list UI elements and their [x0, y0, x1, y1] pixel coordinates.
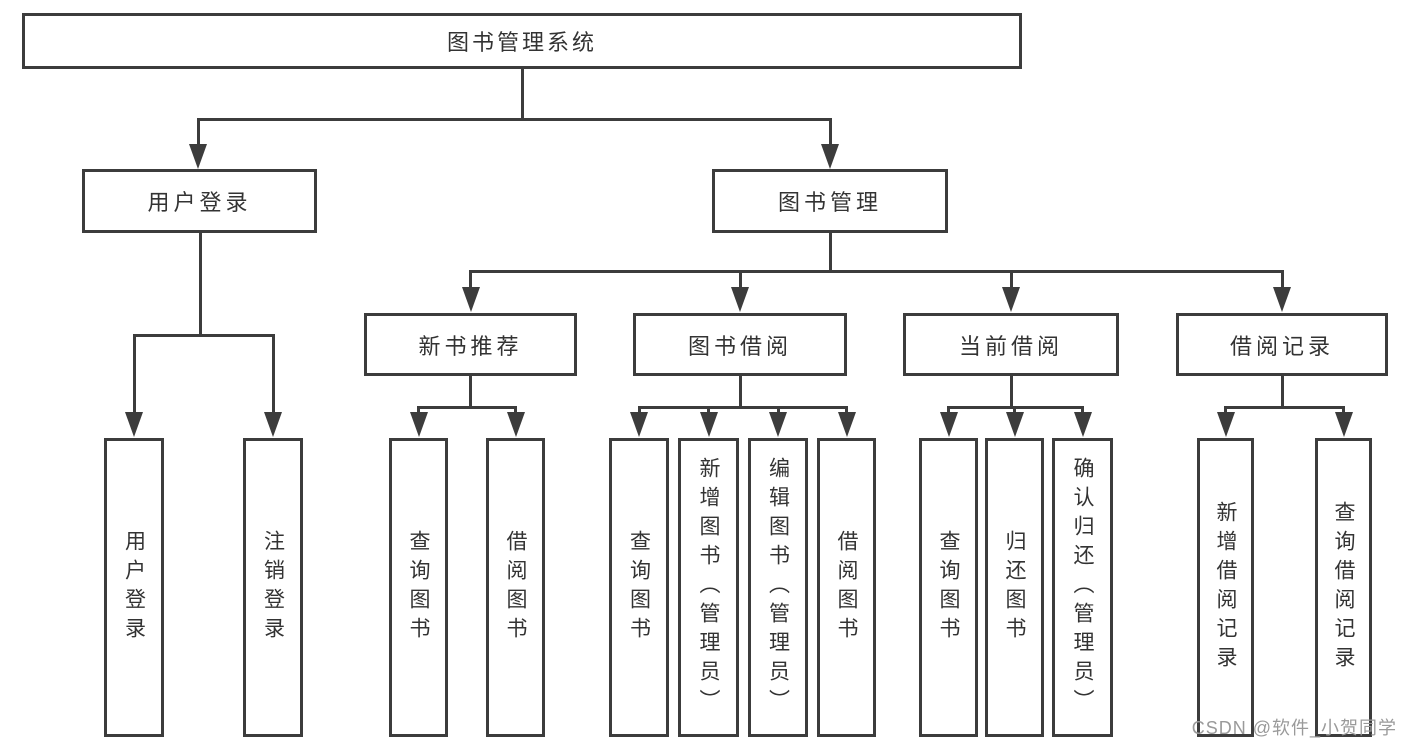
connector-drop-bb-borrow	[845, 406, 848, 414]
connector-drop-new-book	[469, 271, 472, 289]
arrowhead-bb-edit	[769, 412, 787, 437]
leaf-query-books-current: 查询图书	[919, 438, 978, 737]
node-library-management-system: 图书管理系统	[22, 13, 1022, 69]
arrowhead-bb-query	[630, 412, 648, 437]
connector-drop-borrowing-records	[1280, 271, 1284, 289]
connector-book-management-stem	[828, 233, 832, 273]
arrowhead-current-borrowing	[1002, 287, 1020, 312]
connector-drop-bb-edit	[776, 406, 780, 414]
leaf-borrow-books-recommend: 借阅图书	[486, 438, 545, 737]
node-user-login: 用户登录	[82, 169, 317, 233]
connector-drop-br-add	[1224, 406, 1227, 414]
connector-book-borrowing-stem	[738, 376, 742, 409]
connector-drop-nb-borrow	[514, 406, 517, 414]
csdn-watermark: CSDN @软件_小贺同学	[1191, 718, 1397, 738]
connector-book-borrowing-bar	[637, 406, 848, 409]
leaf-confirm-return-admin: 确认归还（管理员）	[1052, 438, 1113, 737]
node-book-borrowing: 图书借阅	[633, 313, 847, 376]
arrowhead-nb-query	[409, 412, 428, 437]
connector-drop-br-query	[1342, 406, 1345, 414]
arrowhead-cb-confirm	[1073, 412, 1092, 437]
node-book-management: 图书管理	[712, 169, 948, 233]
connector-user-login-bar	[132, 334, 275, 337]
connector-drop-cb-return	[1013, 406, 1016, 414]
leaf-return-books: 归还图书	[985, 438, 1044, 737]
arrowhead-leaf-logout	[264, 412, 282, 437]
connector-drop-book-borrowing	[738, 271, 742, 289]
leaf-add-borrow-record: 新增借阅记录	[1197, 438, 1254, 737]
arrowhead-book-management	[821, 144, 839, 169]
leaf-user-login: 用户登录	[104, 438, 164, 737]
arrowhead-leaf-user-login	[125, 412, 143, 437]
arrowhead-borrowing-records	[1273, 287, 1291, 312]
leaf-query-books-recommend: 查询图书	[389, 438, 448, 737]
leaf-borrow-books: 借阅图书	[817, 438, 876, 737]
arrowhead-user-login	[189, 144, 207, 169]
connector-current-borrowing-stem	[1009, 376, 1013, 409]
connector-new-book-stem	[469, 376, 472, 409]
connector-borrowing-records-bar	[1224, 406, 1345, 409]
connector-new-book-bar	[417, 406, 517, 409]
arrowhead-bb-add	[699, 412, 718, 437]
arrowhead-bb-borrow	[837, 412, 856, 437]
connector-drop-cb-confirm	[1081, 406, 1084, 414]
connector-drop-bb-add	[707, 406, 710, 414]
arrowhead-cb-return	[1005, 412, 1024, 437]
leaf-edit-books-admin: 编辑图书（管理员）	[748, 438, 808, 737]
arrowhead-nb-borrow	[506, 412, 525, 437]
arrowhead-br-add	[1216, 412, 1235, 437]
connector-level1-bar	[196, 117, 832, 121]
connector-drop-cb-query	[947, 406, 950, 414]
arrowhead-book-borrowing	[731, 287, 749, 312]
arrowhead-new-book	[461, 287, 480, 312]
connector-drop-bb-query	[637, 406, 641, 414]
arrowhead-br-query	[1334, 412, 1353, 437]
leaf-query-borrow-record: 查询借阅记录	[1315, 438, 1372, 737]
node-borrowing-records: 借阅记录	[1176, 313, 1388, 376]
connector-drop-leaf-user-login	[132, 334, 136, 414]
leaf-logout-login: 注销登录	[243, 438, 303, 737]
arrowhead-cb-query	[939, 412, 958, 437]
leaf-add-books-admin: 新增图书（管理员）	[678, 438, 739, 737]
node-new-book-recommendation: 新书推荐	[364, 313, 577, 376]
connector-drop-current-borrowing	[1009, 271, 1013, 289]
connector-drop-nb-query	[417, 406, 420, 414]
connector-drop-book-management	[828, 119, 832, 145]
connector-user-login-stem	[198, 233, 202, 337]
connector-level3-bar	[469, 270, 1284, 273]
connector-drop-leaf-logout	[271, 334, 275, 414]
connector-root-stem	[520, 69, 524, 120]
connector-drop-user-login	[196, 119, 200, 145]
node-current-borrowing: 当前借阅	[903, 313, 1119, 376]
leaf-query-books-borrowing: 查询图书	[609, 438, 669, 737]
connector-borrowing-records-stem	[1280, 376, 1284, 409]
